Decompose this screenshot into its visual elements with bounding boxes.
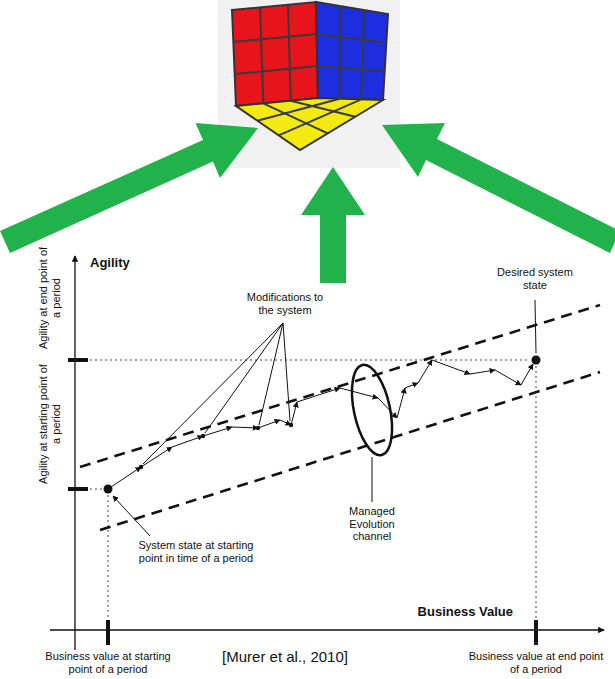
cube-blue-face <box>316 2 388 100</box>
state-dots <box>104 356 541 494</box>
callout-note: Desired system state <box>493 266 577 291</box>
axes <box>50 256 604 650</box>
axis-title: Agility <box>88 256 132 271</box>
callout-note: Modifications to the system <box>240 291 330 316</box>
projection-guides <box>90 360 536 618</box>
callout-note: System state at starting point in time o… <box>125 539 267 564</box>
cube-yellow-face <box>236 98 383 150</box>
y-axis <box>74 256 75 650</box>
axis-note: Agility at starting point of a period <box>37 359 62 489</box>
green-arrow-right <box>382 123 615 253</box>
axis-note: Business value at end point of a period <box>466 650 606 675</box>
axis-note: Agility at end point of a period <box>37 242 62 354</box>
green-arrows <box>0 123 615 283</box>
leader-lines <box>113 300 536 536</box>
citation-caption: [Murer et al., 2010] <box>220 648 350 665</box>
axis-tick <box>68 358 88 362</box>
evolution-path <box>108 360 533 489</box>
x-axis <box>50 629 604 630</box>
green-arrow-middle <box>301 167 365 283</box>
cube-grid <box>233 5 386 136</box>
axis-tick <box>68 487 88 491</box>
evolution-channel <box>80 305 600 530</box>
channel-ellipse <box>345 361 399 458</box>
axis-note: Business value at starting point of a pe… <box>33 650 183 675</box>
callout-note: Managed Evolution channel <box>340 505 404 543</box>
axis-tick <box>534 620 538 645</box>
axis-tick <box>106 620 110 645</box>
green-arrow-left <box>0 123 258 253</box>
axis-title: Business Value <box>416 605 515 620</box>
cube-red-face <box>232 2 318 106</box>
